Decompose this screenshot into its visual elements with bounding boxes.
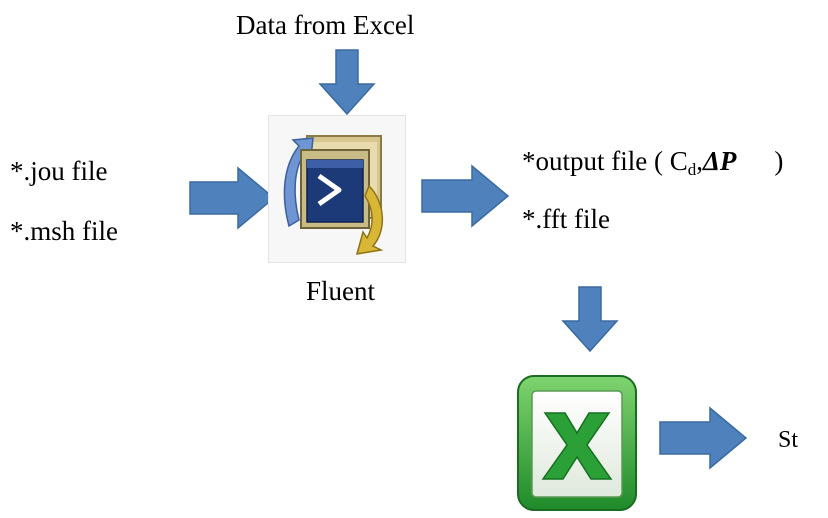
delta-p-symbol: ΔP (702, 146, 737, 176)
msh-file-label: *.msh file (10, 216, 118, 246)
data-from-excel-label: Data from Excel (236, 10, 415, 40)
cd-subscript: d (687, 160, 697, 179)
down-arrow-to-excel (561, 286, 619, 353)
output-close-paren: ) (774, 146, 784, 176)
fft-file-label: *.fft file (522, 204, 610, 234)
right-arrow-to-st (659, 406, 748, 470)
right-arrow-to-fluent (189, 166, 276, 230)
fluent-label: Fluent (306, 276, 376, 306)
right-arrow-to-outputs (421, 164, 510, 228)
jou-file-label: *.jou file (10, 156, 108, 186)
output-file-prefix: *output file ( C (522, 146, 688, 176)
down-arrow-to-fluent (318, 49, 376, 116)
fluent-console-icon (268, 115, 406, 263)
output-comma: , (696, 146, 703, 176)
excel-icon (515, 373, 639, 513)
st-label: St (778, 427, 799, 453)
output-file-label: *output file ( Cd,ΔP) (522, 146, 784, 179)
